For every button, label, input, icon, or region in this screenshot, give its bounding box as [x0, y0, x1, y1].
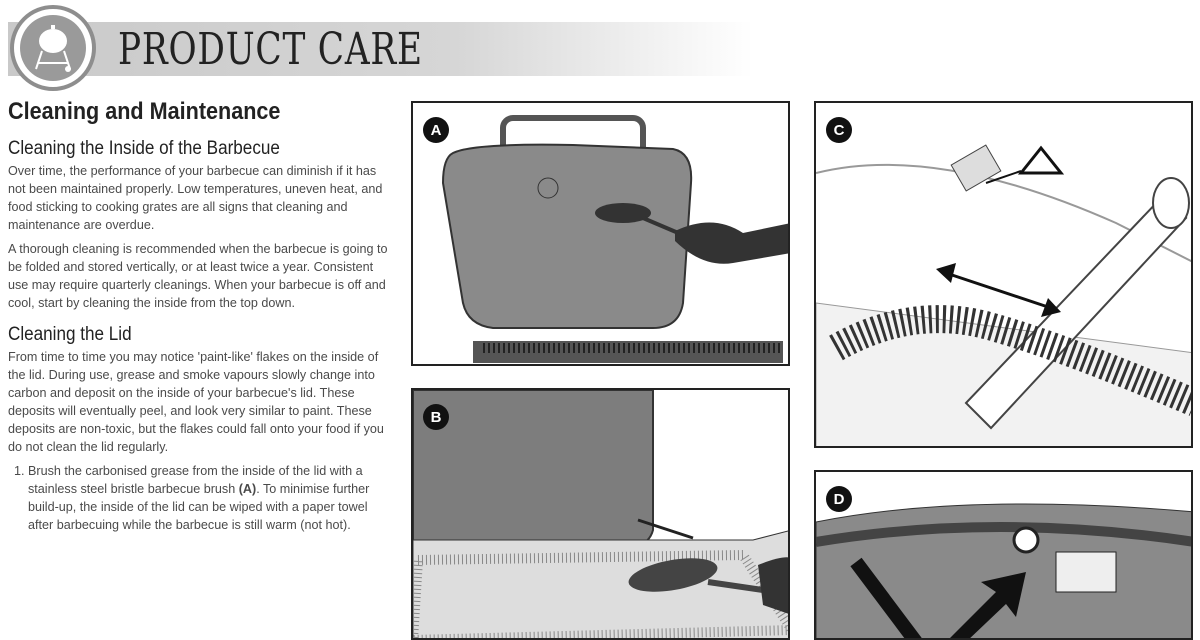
lid-brush-illustration: [441, 115, 788, 363]
kettle-grill-icon: [10, 5, 96, 91]
text-column: Cleaning and Maintenance Cleaning the In…: [8, 98, 393, 534]
burner-brush-illustration: [816, 144, 1191, 446]
steps-list: Brush the carbonised grease from the ins…: [8, 462, 393, 534]
lid-paragraph: From time to time you may notice 'paint-…: [8, 350, 384, 454]
figure-label: A: [423, 117, 449, 143]
figure-d: D: [814, 470, 1193, 640]
step-item: Brush the carbonised grease from the ins…: [28, 462, 393, 534]
inside-paragraph: A thorough cleaning is recommended when …: [8, 242, 388, 310]
figure-label: B: [423, 404, 449, 430]
grate-brush-illustration: [413, 390, 788, 638]
igniter-illustration: [816, 503, 1191, 638]
figure-b: B: [411, 388, 790, 640]
figure-a: A: [411, 101, 790, 366]
inside-paragraph: Over time, the performance of your barbe…: [8, 164, 383, 232]
section-title: Cleaning and Maintenance: [8, 98, 281, 125]
lid-heading: Cleaning the Lid: [8, 324, 132, 345]
figure-c: C: [814, 101, 1193, 448]
figure-label: D: [826, 486, 852, 512]
header-bar: [8, 22, 753, 76]
inside-heading: Cleaning the Inside of the Barbecue: [8, 138, 280, 159]
figure-label: C: [826, 117, 852, 143]
page-title: PRODUCT CARE: [118, 24, 423, 75]
